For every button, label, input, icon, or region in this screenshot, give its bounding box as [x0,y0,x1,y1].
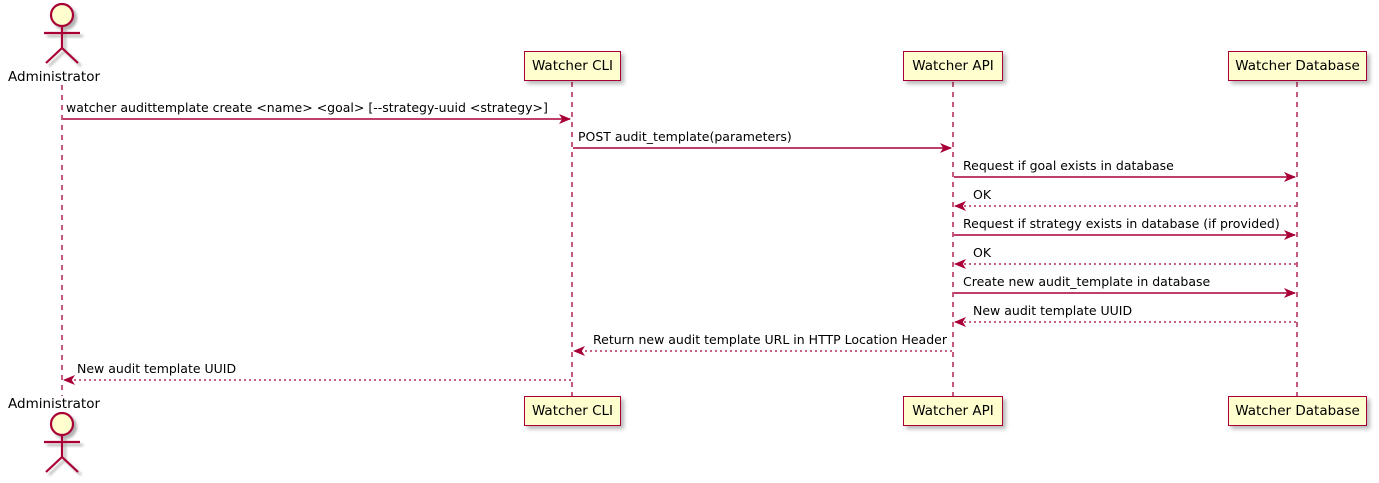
message-label-6: OK [973,245,992,260]
participant-footer-db[interactable]: Watcher Database [1228,396,1367,426]
actor-figure-administrator-bottom [44,411,80,473]
message-label-7: Create new audit_template in database [963,274,1211,289]
message-label-9: Return new audit template URL in HTTP Lo… [593,332,947,347]
participant-header-api-label: Watcher API [912,58,994,74]
participant-footer-cli[interactable]: Watcher CLI [524,396,621,426]
message-label-10: New audit template UUID [77,361,237,376]
message-arrows [63,114,1296,385]
lifelines [61,82,1298,396]
actor-label-administrator-bottom: Administrator [8,396,101,412]
actor-figure-administrator-top [44,2,80,64]
participant-footer-api[interactable]: Watcher API [903,396,1003,426]
message-label-5: Request if strategy exists in database (… [963,216,1280,231]
message-label-3: Request if goal exists in database [963,158,1174,173]
participant-header-db-label: Watcher Database [1235,58,1360,74]
actor-label-administrator-top: Administrator [8,69,101,85]
participant-header-db[interactable]: Watcher Database [1228,51,1367,81]
participant-header-cli-label: Watcher CLI [531,58,614,74]
message-label-4: OK [973,187,992,202]
participant-header-cli[interactable]: Watcher CLI [524,51,621,81]
participant-footer-api-label: Watcher API [912,403,994,419]
participant-footer-cli-label: Watcher CLI [531,403,614,419]
participant-footer-db-label: Watcher Database [1235,403,1360,419]
message-label-1: watcher audittemplate create <name> <goa… [66,100,548,115]
message-label-2: POST audit_template(parameters) [578,129,792,144]
message-label-8: New audit template UUID [973,303,1133,318]
participant-header-api[interactable]: Watcher API [903,51,1003,81]
